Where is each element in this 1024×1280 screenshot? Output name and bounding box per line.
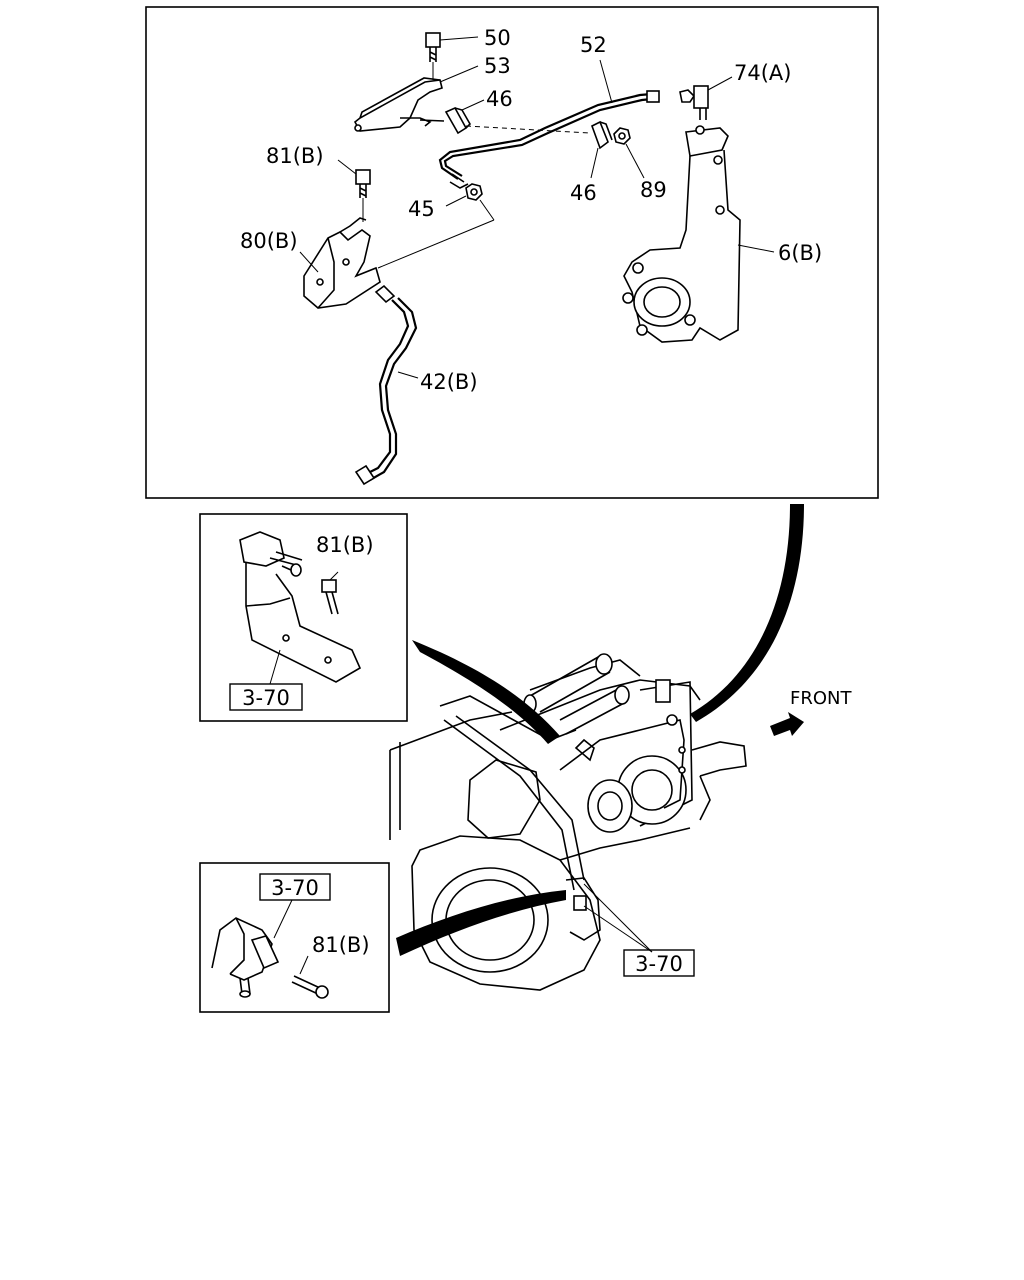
clamp-46-top <box>419 99 485 135</box>
callout-89: 89 <box>640 178 667 202</box>
arrow-right-icon <box>770 712 804 736</box>
bolt-50 <box>425 32 479 62</box>
callout-46-top: 46 <box>486 87 513 111</box>
callout-6b: 6(B) <box>778 241 822 265</box>
front-label: FRONT <box>790 688 852 709</box>
callout-53: 53 <box>484 54 511 78</box>
hose-42b <box>354 284 419 486</box>
callout-74a: 74(A) <box>734 61 791 85</box>
callout-42b: 42(B) <box>420 370 478 394</box>
inset-1-bracket <box>239 531 362 685</box>
nut-45 <box>377 183 495 269</box>
clamp-46-mid <box>590 120 613 179</box>
pipe-52 <box>438 59 660 189</box>
detail-frame <box>145 6 879 499</box>
inset-2-callout-81b: 81(B) <box>312 933 370 957</box>
inset-frame-2 <box>199 862 390 1013</box>
pointer-sweep-inset2 <box>396 890 566 956</box>
engine-ref-3-70[interactable]: 3-70 <box>635 952 683 976</box>
connector-74a <box>679 76 733 120</box>
inset-1-callout-81b: 81(B) <box>316 533 374 557</box>
callout-50: 50 <box>484 26 511 50</box>
inset-2-ref-3-70[interactable]: 3-70 <box>271 876 319 900</box>
callout-81b-main: 81(B) <box>266 144 324 168</box>
bracket-53 <box>353 65 479 132</box>
callout-52: 52 <box>580 33 607 57</box>
bolt-81b-main <box>337 159 371 222</box>
inset-1-ref-box <box>229 683 303 711</box>
callout-80b: 80(B) <box>240 229 298 253</box>
callout-46-mid: 46 <box>570 181 597 205</box>
inset-2-ref-box <box>259 873 331 901</box>
housing-6b <box>622 125 775 343</box>
engine-ref-box <box>623 949 695 977</box>
inset-1-ref-3-70[interactable]: 3-70 <box>242 686 290 710</box>
callout-45: 45 <box>408 197 435 221</box>
bracket-80b <box>299 217 381 309</box>
pointer-sweep-top <box>690 504 804 722</box>
engine-overview <box>389 653 747 991</box>
pointer-sweep-inset1 <box>412 640 560 744</box>
inset-2-clip <box>211 899 329 999</box>
inset-frame-1 <box>199 513 408 722</box>
nut-89 <box>613 127 645 179</box>
